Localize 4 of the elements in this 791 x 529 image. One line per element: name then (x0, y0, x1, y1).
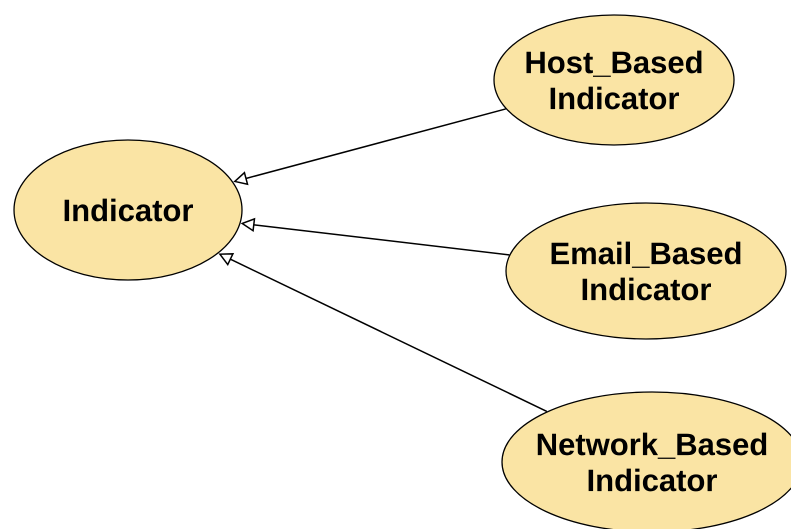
ellipse-node: Host_Based Indicator (493, 14, 735, 146)
ellipse-node: Indicator (13, 139, 243, 281)
ellipse-node: Network_Based Indicator (501, 391, 791, 529)
ellipse-node: Email_Based Indicator (505, 202, 787, 340)
